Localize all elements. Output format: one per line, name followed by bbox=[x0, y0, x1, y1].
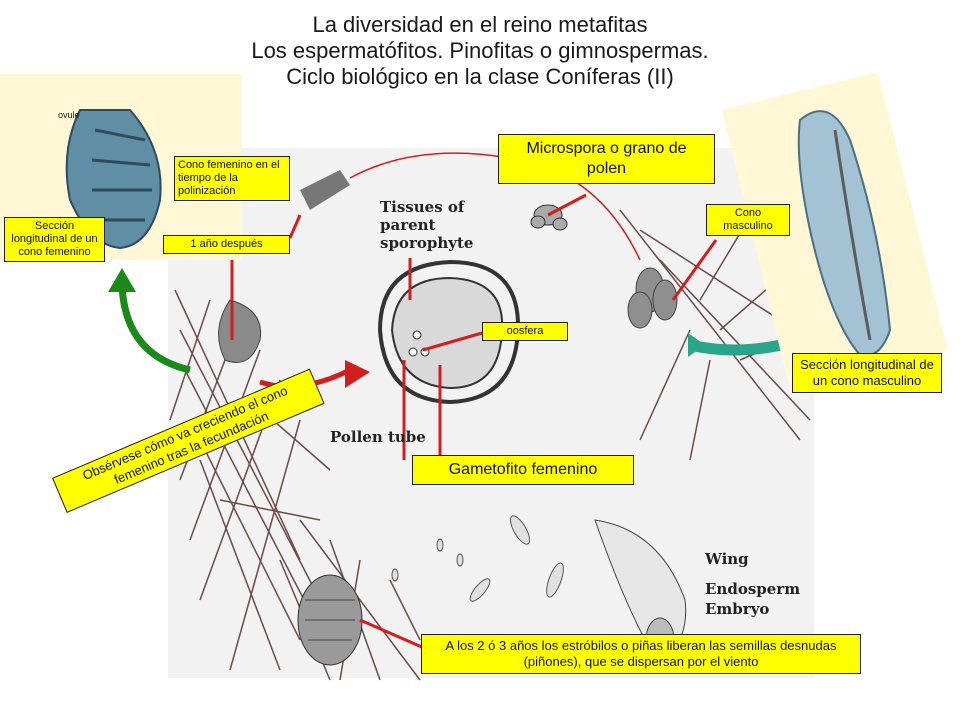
embryo-term: Embryo bbox=[705, 600, 770, 618]
microspora-label: Microspora o grano de polen bbox=[498, 134, 715, 184]
mature-cone bbox=[297, 574, 363, 666]
endosperm-term: Endosperm bbox=[705, 580, 801, 598]
cono-femenino-polinizacion-label: Cono femenino en el tiempo de la poliniz… bbox=[174, 156, 290, 201]
title-line-3: Ciclo biológico en la clase Coníferas (I… bbox=[286, 64, 674, 89]
gametofito-label: Gametofito femenino bbox=[412, 455, 634, 485]
oosfera-label: oosfera bbox=[482, 322, 568, 341]
title-line-2: Los espermatófitos. Pinofitas o gimnospe… bbox=[251, 38, 709, 63]
ovule-term: ovule bbox=[58, 110, 80, 120]
male-cone-cluster bbox=[627, 267, 678, 329]
female-cone-young bbox=[300, 170, 350, 210]
seccion-masculino-label: Sección longitudinal de un cono masculin… bbox=[792, 353, 942, 393]
wing-term: Wing bbox=[705, 550, 749, 568]
tissues-term: Tissues of parent sporophyte bbox=[380, 198, 474, 252]
seccion-femenino-label: Sección longitudinal de un cono femenino bbox=[4, 217, 105, 262]
cycle-arrowhead bbox=[345, 360, 370, 388]
female-cone-section-image bbox=[65, 109, 162, 250]
pollen-tube-term: Pollen tube bbox=[330, 428, 426, 446]
slide-title: La diversidad en el reino metafitas Los … bbox=[0, 12, 960, 90]
green-arrow bbox=[118, 284, 191, 374]
male-cone-section-image bbox=[797, 110, 892, 357]
semillas-label: A los 2 ó 3 años los estróbilos o piñas … bbox=[421, 634, 861, 674]
teal-arrowhead bbox=[688, 333, 705, 357]
un-ano-label: 1 año después bbox=[163, 235, 290, 254]
cono-masculino-label: Cono masculino bbox=[706, 204, 790, 236]
scattered-seeds bbox=[391, 515, 564, 602]
title-line-1: La diversidad en el reino metafitas bbox=[312, 12, 648, 37]
green-arrowhead bbox=[108, 268, 136, 292]
female-cone-one-year bbox=[218, 299, 262, 363]
pointer-lines bbox=[230, 193, 718, 650]
